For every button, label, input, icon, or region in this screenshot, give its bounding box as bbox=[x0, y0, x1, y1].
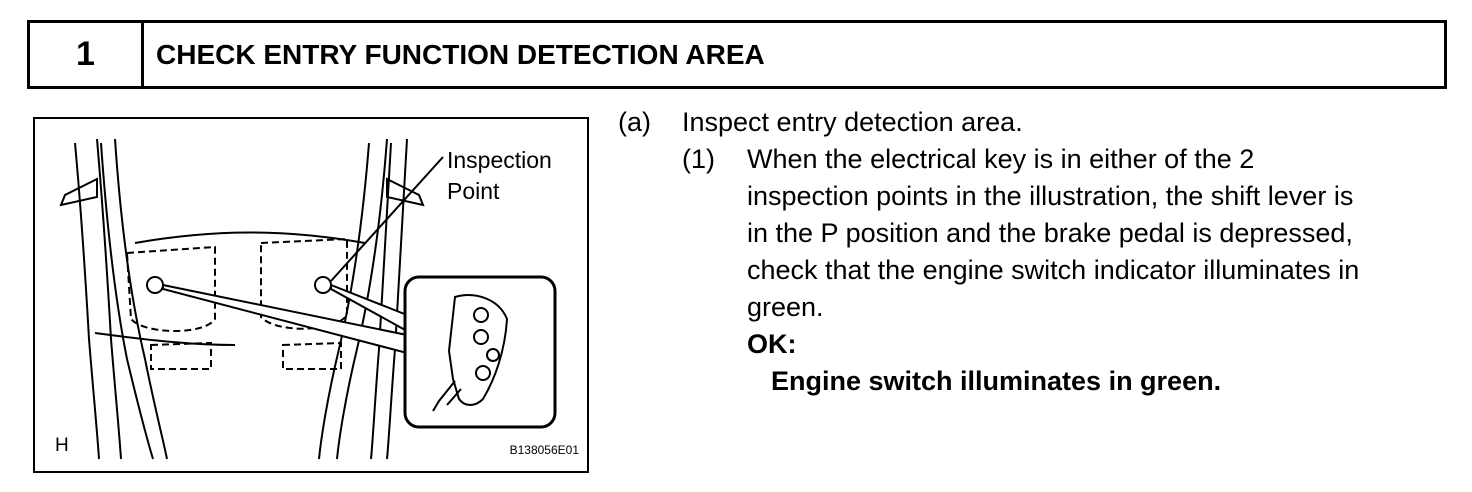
sub-item-line: in the P position and the brake pedal is… bbox=[747, 218, 1353, 248]
sub-item-line: inspection points in the illustration, t… bbox=[747, 181, 1354, 211]
step-title: CHECK ENTRY FUNCTION DETECTION AREA bbox=[156, 38, 765, 70]
illustration: Inspection Point H B138056E01 bbox=[33, 117, 589, 473]
vehicle-diagram bbox=[59, 138, 557, 460]
callout-line-1: Inspection bbox=[447, 147, 552, 173]
figure-corner-letter: H bbox=[55, 435, 69, 456]
ok-label: OK: bbox=[747, 329, 797, 359]
inspection-point-callout: Inspection Point bbox=[447, 145, 552, 207]
step-number: 1 bbox=[30, 23, 144, 86]
sub-item-line: green. bbox=[747, 292, 824, 322]
instruction-text: (a) Inspect entry detection area. (1) Wh… bbox=[618, 104, 1458, 400]
sub-item-line: When the electrical key is in either of … bbox=[747, 144, 1255, 174]
step-header: 1 CHECK ENTRY FUNCTION DETECTION AREA bbox=[27, 20, 1447, 89]
item-text: Inspect entry detection area. bbox=[682, 107, 1023, 137]
sub-item-label: (1) bbox=[682, 144, 715, 174]
figure-code: B138056E01 bbox=[509, 443, 579, 457]
item-label: (a) bbox=[618, 107, 651, 137]
sub-item-line: check that the engine switch indicator i… bbox=[747, 255, 1360, 285]
callout-line-2: Point bbox=[447, 178, 500, 204]
ok-result-text: Engine switch illuminates in green. bbox=[771, 366, 1222, 396]
